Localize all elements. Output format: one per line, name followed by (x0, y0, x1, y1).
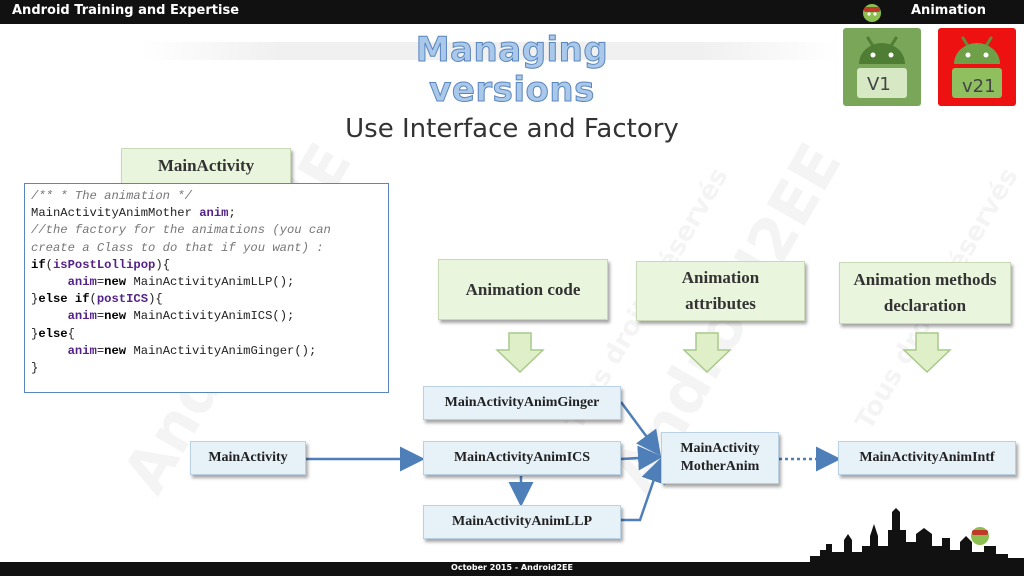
code-token: ( (89, 292, 97, 307)
code-token: else if (38, 292, 90, 307)
code-token: = (96, 343, 105, 358)
header-title: Android Training and Expertise (12, 3, 240, 18)
bottom-bar: October 2015 - Android2EE (0, 562, 1024, 576)
code-token: else (38, 326, 68, 341)
header-section: Animation (911, 3, 986, 18)
connector-ginger-mother (619, 401, 661, 457)
code-token: anim (67, 309, 97, 324)
version-label: V1 (867, 74, 891, 95)
code-token: MainActivityAnimICS(); (126, 309, 295, 324)
code-token: = (96, 274, 105, 289)
code-token: isPostLollipop (52, 257, 156, 272)
code-token: } (31, 292, 39, 307)
category-animation-code-label: Animation code (465, 279, 581, 299)
code-token: ; (228, 206, 236, 221)
code-line: anim=new MainActivityAnimICS(); (31, 308, 382, 325)
category-animation-methods-line1: Animation methods (853, 270, 997, 289)
title-shadow (140, 42, 840, 60)
code-line: MainActivityAnimMother anim; (31, 205, 382, 222)
code-token: } (31, 360, 39, 375)
category-animation-attributes-line1: Animation (681, 268, 760, 287)
code-token: anim (67, 343, 97, 358)
code-token: } (31, 326, 39, 341)
code-token: ( (45, 257, 53, 272)
down-arrow-icon (902, 332, 952, 374)
code-line: if(isPostLollipop){ (31, 257, 382, 274)
mascot-icon (863, 4, 881, 22)
category-animation-methods: Animation methods declaration (839, 262, 1011, 324)
code-token: ){ (148, 292, 163, 307)
code-token: MainActivityAnimGinger(); (126, 343, 317, 358)
code-token: if (31, 257, 46, 272)
code-token: postICS (96, 292, 149, 307)
code-line: anim=new MainActivityAnimGinger(); (31, 343, 382, 360)
down-arrow-icon (495, 332, 545, 374)
node-main-activity: MainActivity (190, 441, 306, 475)
node-mother-anim: MainActivity MotherAnim (661, 432, 779, 484)
code-token: MainActivityAnimMother (31, 206, 200, 221)
android-v21-tile: v21 (938, 28, 1016, 106)
node-mother-anim-line2: MotherAnim (680, 459, 760, 474)
slide-title: Managing versions (415, 30, 609, 111)
category-animation-methods-line2: declaration (883, 296, 967, 315)
connector-ics-mother (620, 445, 663, 471)
android-robot-icon (952, 36, 1002, 98)
code-token: new (104, 309, 127, 324)
code-line: anim=new MainActivityAnimLLP(); (31, 274, 382, 291)
node-anim-ginger: MainActivityAnimGinger (423, 386, 621, 420)
code-token: anim (67, 274, 97, 289)
node-anim-ics: MainActivityAnimICS (423, 441, 621, 475)
code-line: }else if(postICS){ (31, 291, 382, 308)
code-token: new (104, 274, 127, 289)
code-panel: /** * The animation */ MainActivityAnimMo… (24, 183, 389, 393)
code-line: /** * The animation */ (31, 189, 192, 203)
category-animation-attributes: Animation attributes (636, 261, 805, 321)
code-token: new (104, 343, 127, 358)
connector-llp-mother (621, 457, 666, 522)
code-token: anim (199, 206, 229, 221)
code-line: create a Class to do that if you want) : (31, 240, 324, 255)
code-token: MainActivityAnimLLP(); (126, 274, 295, 289)
slide-subtitle: Use Interface and Factory (345, 114, 679, 144)
node-anim-intf: MainActivityAnimIntf (838, 441, 1016, 475)
top-bar: Android Training and Expertise Animation (0, 0, 1024, 24)
down-arrow-icon (682, 332, 732, 374)
city-skyline-icon (810, 508, 1024, 562)
code-line: }else{ (31, 326, 382, 343)
code-token: ){ (155, 257, 171, 272)
android-v1-tile: V1 (843, 28, 921, 106)
version-label: v21 (962, 76, 996, 97)
footer-text: October 2015 - Android2EE (451, 563, 573, 572)
code-panel-label: MainActivity (121, 148, 291, 184)
category-animation-code: Animation code (438, 259, 608, 320)
node-anim-llp: MainActivityAnimLLP (423, 505, 621, 539)
code-token: { (67, 326, 75, 341)
category-animation-attributes-line2: attributes (685, 294, 756, 313)
node-mother-anim-line1: MainActivity (680, 441, 760, 456)
code-line: } (31, 360, 382, 377)
code-token: = (96, 309, 105, 324)
android-robot-icon (857, 36, 907, 98)
code-line: //the factory for the animations (you ca… (31, 223, 331, 238)
